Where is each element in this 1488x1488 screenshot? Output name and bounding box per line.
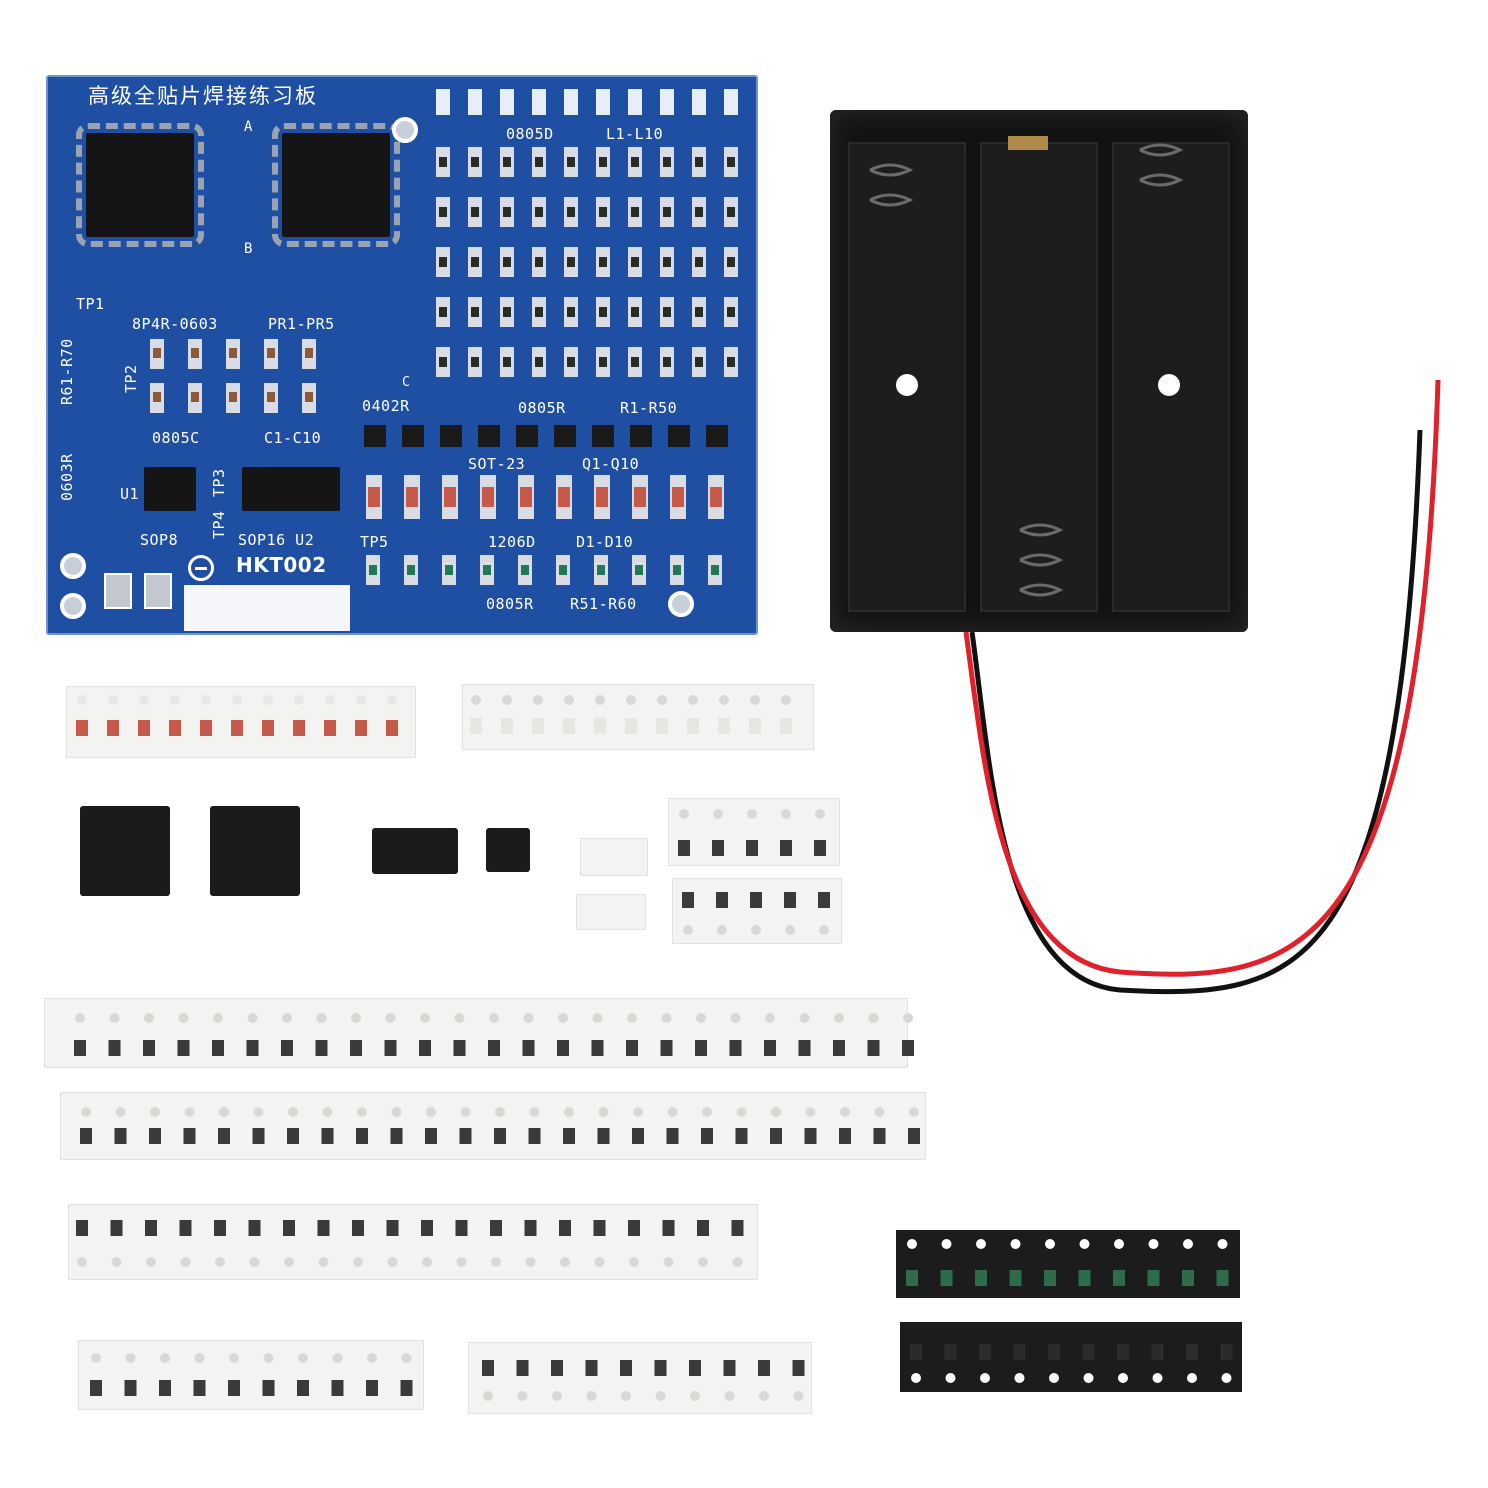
- label-tp4: TP4: [210, 510, 228, 539]
- practice-pcb-board: 高级全贴片焊接练习板 A B 0805D L1-L10 0805R R1-R50…: [46, 75, 758, 635]
- led-tape-black: [896, 1230, 1240, 1298]
- led-pad: [436, 89, 450, 115]
- label-network: 8P4R-0603: [132, 315, 218, 333]
- label-cap-range: C1-C10: [264, 429, 322, 447]
- label-u1: U1: [120, 485, 140, 503]
- label-cap-group: 0805C: [152, 429, 200, 447]
- label-r61-r70: R61-R70: [58, 338, 76, 405]
- led-pad: [628, 89, 642, 115]
- led-tape: [462, 684, 814, 750]
- label-tp5: TP5: [360, 533, 389, 551]
- label-network-range: PR1-PR5: [268, 315, 335, 333]
- label-led-range: L1-L10: [606, 125, 664, 143]
- label-sot-range: Q1-Q10: [582, 455, 640, 473]
- led-pad: [692, 89, 706, 115]
- label-c: C: [402, 375, 411, 390]
- sot23-pad: [592, 425, 614, 447]
- resistor-pad-grid: [436, 89, 738, 377]
- pcb-title: 高级全贴片焊接练习板: [88, 84, 318, 108]
- resistor-tape-long: [44, 998, 908, 1068]
- diode-pads: [366, 475, 724, 519]
- led-pad: [532, 89, 546, 115]
- network-resistor-tape: [576, 894, 646, 930]
- network-resistor-tape: [580, 838, 648, 876]
- qfp-chip-loose-2: [210, 806, 300, 896]
- label-res-range: R1-R50: [620, 399, 678, 417]
- capacitor-tape: [68, 1204, 758, 1280]
- spring-contacts: [869, 136, 1184, 597]
- sot23-pad: [668, 425, 690, 447]
- sop8-chip: [144, 467, 196, 511]
- led-pad: [468, 89, 482, 115]
- diode-tape: [66, 686, 416, 758]
- label-tp1: TP1: [76, 295, 105, 313]
- label-0402r: 0402R: [362, 397, 410, 415]
- sop8-chip-loose: [486, 828, 530, 872]
- resistor-tape-0402: [78, 1340, 424, 1410]
- label-b: B: [244, 241, 253, 257]
- mount-hole: [896, 374, 918, 396]
- label-diode-group: 1206D: [488, 533, 536, 551]
- label-a: A: [244, 119, 253, 135]
- resistor-tape-short: [672, 878, 842, 944]
- resistor-tape-short: [668, 798, 840, 866]
- label-tp2: TP2: [122, 364, 140, 393]
- qfp-chip-a: [76, 123, 204, 247]
- transistor-tape-black: [900, 1322, 1242, 1392]
- mount-hole: [668, 591, 694, 617]
- sop16-chip-loose: [372, 828, 458, 874]
- label-led-group: 0805D: [506, 125, 554, 143]
- label-sot: SOT-23: [468, 455, 526, 473]
- label-0603r: 0603R: [58, 453, 76, 501]
- mount-hole: [392, 117, 418, 143]
- led-pad: [596, 89, 610, 115]
- resistor-pads-bottom: [366, 555, 722, 585]
- led-pad: [500, 89, 514, 115]
- label-sop8: SOP8: [140, 531, 179, 549]
- label-res-range-2: R51-R60: [570, 595, 637, 613]
- battery-pad-plus: [144, 573, 172, 609]
- mount-hole: [60, 593, 86, 619]
- label-sop16: SOP16 U2: [238, 531, 315, 549]
- label-res-group: 0805R: [518, 399, 566, 417]
- label-patch: [184, 585, 350, 631]
- battery-holder: [830, 110, 1248, 632]
- sot23-pad: [630, 425, 652, 447]
- led-pad: [724, 89, 738, 115]
- label-diode-range: D1-D10: [576, 533, 634, 551]
- sot23-pad: [516, 425, 538, 447]
- minus-symbol-icon: [188, 555, 214, 581]
- mount-hole: [60, 553, 86, 579]
- led-pad: [564, 89, 578, 115]
- battery-pad-minus: [104, 573, 132, 609]
- sot23-pad: [706, 425, 728, 447]
- label-res-group-2: 0805R: [486, 595, 534, 613]
- resistor-tape-0603: [468, 1342, 812, 1414]
- sop16-chip: [242, 467, 340, 511]
- sot23-pad: [402, 425, 424, 447]
- pcb-model: HKT002: [236, 553, 327, 577]
- sot23-pad: [364, 425, 386, 447]
- sot23-pad: [478, 425, 500, 447]
- led-pad: [660, 89, 674, 115]
- sot23-pads: [364, 425, 728, 447]
- qfp-chip-b: [272, 123, 400, 247]
- sot23-pad: [554, 425, 576, 447]
- label-tp3: TP3: [210, 468, 228, 497]
- resistor-tape-long: [60, 1092, 926, 1160]
- sot23-pad: [440, 425, 462, 447]
- capacitor-pads: [150, 339, 316, 413]
- qfp-chip-loose-1: [80, 806, 170, 896]
